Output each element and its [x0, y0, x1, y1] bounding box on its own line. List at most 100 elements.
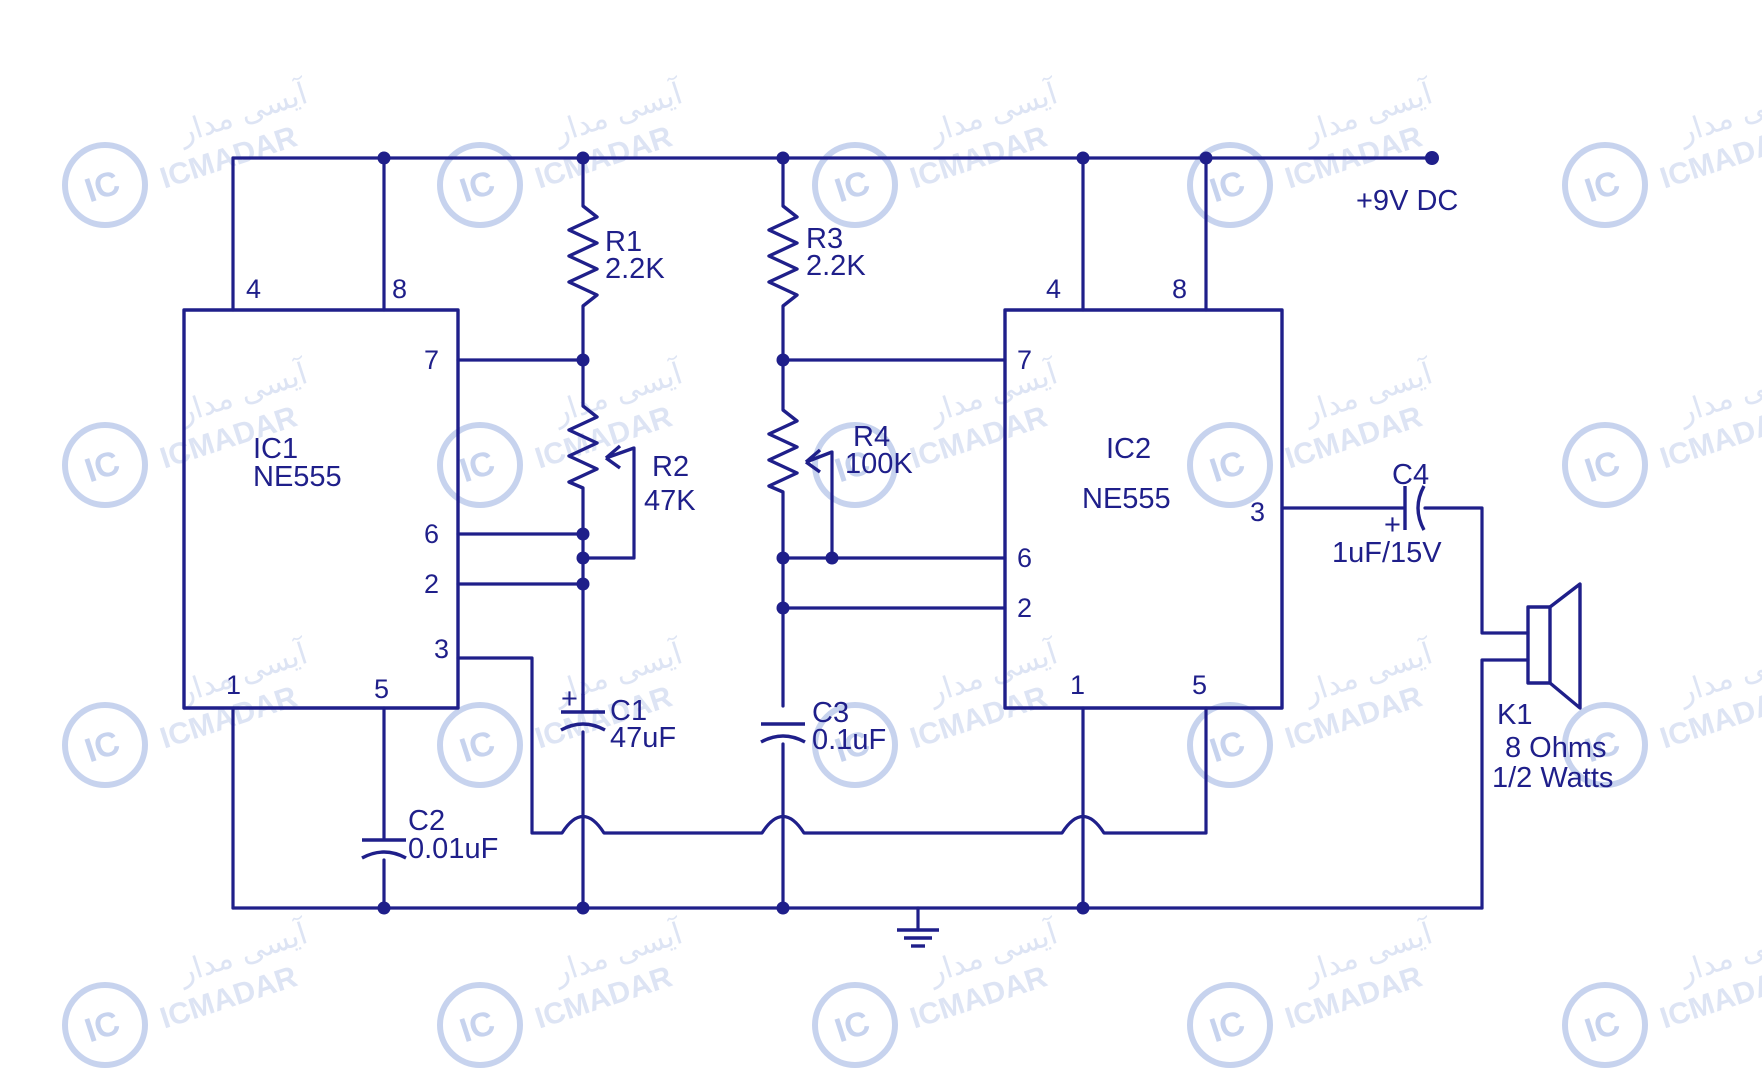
svg-text:IC: IC — [1580, 164, 1624, 211]
ic1-pin2-label: 2 — [424, 569, 439, 599]
junction-dot — [825, 551, 839, 565]
junction-dots — [377, 151, 1439, 915]
ic1-pin3-to-ic2-pin5-wire — [456, 656, 1208, 835]
ic1-pin7-label: 7 — [424, 345, 439, 375]
r2-wiper-wire — [581, 446, 636, 560]
r1-resistor — [567, 204, 599, 308]
ic1-name: IC1 — [253, 433, 298, 465]
speaker-ground-wire — [1480, 658, 1530, 910]
speaker-icon — [1526, 582, 1582, 710]
ic1-pin3-label: 3 — [434, 634, 449, 664]
svg-text:IC: IC — [80, 1004, 124, 1051]
junction-dot — [576, 353, 590, 367]
c1-value: 47uF — [610, 722, 676, 754]
ic2-name: IC2 — [1106, 433, 1151, 465]
junction-dot — [776, 151, 790, 165]
svg-text:IC: IC — [80, 164, 124, 211]
k1-value: 8 Ohms — [1505, 732, 1607, 764]
r2-ref: R2 — [652, 451, 689, 483]
junction-dot — [1076, 901, 1090, 915]
ic2-pin8-label: 8 — [1172, 274, 1187, 304]
c4-speaker-wire — [1423, 506, 1530, 635]
supply-label: +9V DC — [1356, 185, 1458, 217]
ic2-pin5-label: 5 — [1192, 670, 1207, 700]
ic2-pin1-label: 1 — [1070, 670, 1085, 700]
ic1-pin6-label: 6 — [424, 519, 439, 549]
junction-dot — [776, 551, 790, 565]
svg-text:IC: IC — [830, 1004, 874, 1051]
svg-text:IC: IC — [1205, 164, 1249, 211]
svg-text:IC: IC — [455, 164, 499, 211]
ic2-pin6-label: 6 — [1017, 543, 1032, 573]
ic2-type: NE555 — [1082, 483, 1171, 515]
r3-ref: R3 — [806, 223, 843, 255]
supply-terminal-dot — [1425, 151, 1439, 165]
r4-wiper-arrow — [804, 448, 833, 474]
svg-text:IC: IC — [1205, 1004, 1249, 1051]
junction-dot — [576, 901, 590, 915]
c4-capacitor — [1403, 485, 1426, 531]
junction-dot — [377, 151, 391, 165]
svg-text:IC: IC — [455, 724, 499, 771]
ic1-pin4-label: 4 — [246, 274, 261, 304]
svg-text:IC: IC — [455, 1004, 499, 1051]
junction-dot — [776, 601, 790, 615]
ic2-pin2-label: 2 — [1017, 593, 1032, 623]
svg-text:IC: IC — [80, 724, 124, 771]
c3-ref: C3 — [812, 697, 849, 729]
c2-value: 0.01uF — [408, 833, 498, 865]
k1-rating: 1/2 Watts — [1492, 762, 1613, 794]
svg-text:IC: IC — [1205, 444, 1249, 491]
junction-dot — [576, 577, 590, 591]
c4-value: 1uF/15V — [1332, 537, 1442, 569]
r2-wiper-arrow — [604, 444, 635, 470]
junction-dot — [776, 901, 790, 915]
junction-dot — [1199, 151, 1213, 165]
wires — [231, 156, 1530, 932]
r4-potentiometer — [767, 408, 799, 494]
r1-ref: R1 — [605, 226, 642, 258]
r3-resistor — [767, 204, 799, 308]
k1-ref: K1 — [1497, 699, 1532, 731]
c1-ref: C1 — [610, 695, 647, 727]
ic1-body — [182, 308, 460, 710]
r4-value: 100K — [845, 448, 913, 480]
ground-icon — [897, 928, 939, 948]
ic1-pin8-label: 8 — [392, 274, 407, 304]
junction-dot — [576, 151, 590, 165]
c2-ref: C2 — [408, 805, 445, 837]
c3-capacitor — [760, 722, 806, 744]
junction-dot — [1076, 151, 1090, 165]
r2-potentiometer — [567, 404, 599, 490]
svg-text:IC: IC — [1580, 444, 1624, 491]
ic1-type: NE555 — [253, 461, 342, 493]
svg-text:IC: IC — [455, 444, 499, 491]
r1-value: 2.2K — [605, 253, 665, 285]
c1-polarity: + — [561, 683, 578, 715]
svg-text:IC: IC — [80, 444, 124, 491]
c4-ref: C4 — [1392, 459, 1429, 491]
r2-value: 47K — [644, 485, 696, 517]
r3-value: 2.2K — [806, 250, 866, 282]
c3-value: 0.1uF — [812, 724, 886, 756]
ic2-pin4-label: 4 — [1046, 274, 1061, 304]
ic1-pin1-label: 1 — [226, 670, 241, 700]
c1-capacitor — [560, 694, 606, 732]
r4-ref: R4 — [853, 421, 890, 453]
c2-capacitor — [361, 838, 407, 860]
